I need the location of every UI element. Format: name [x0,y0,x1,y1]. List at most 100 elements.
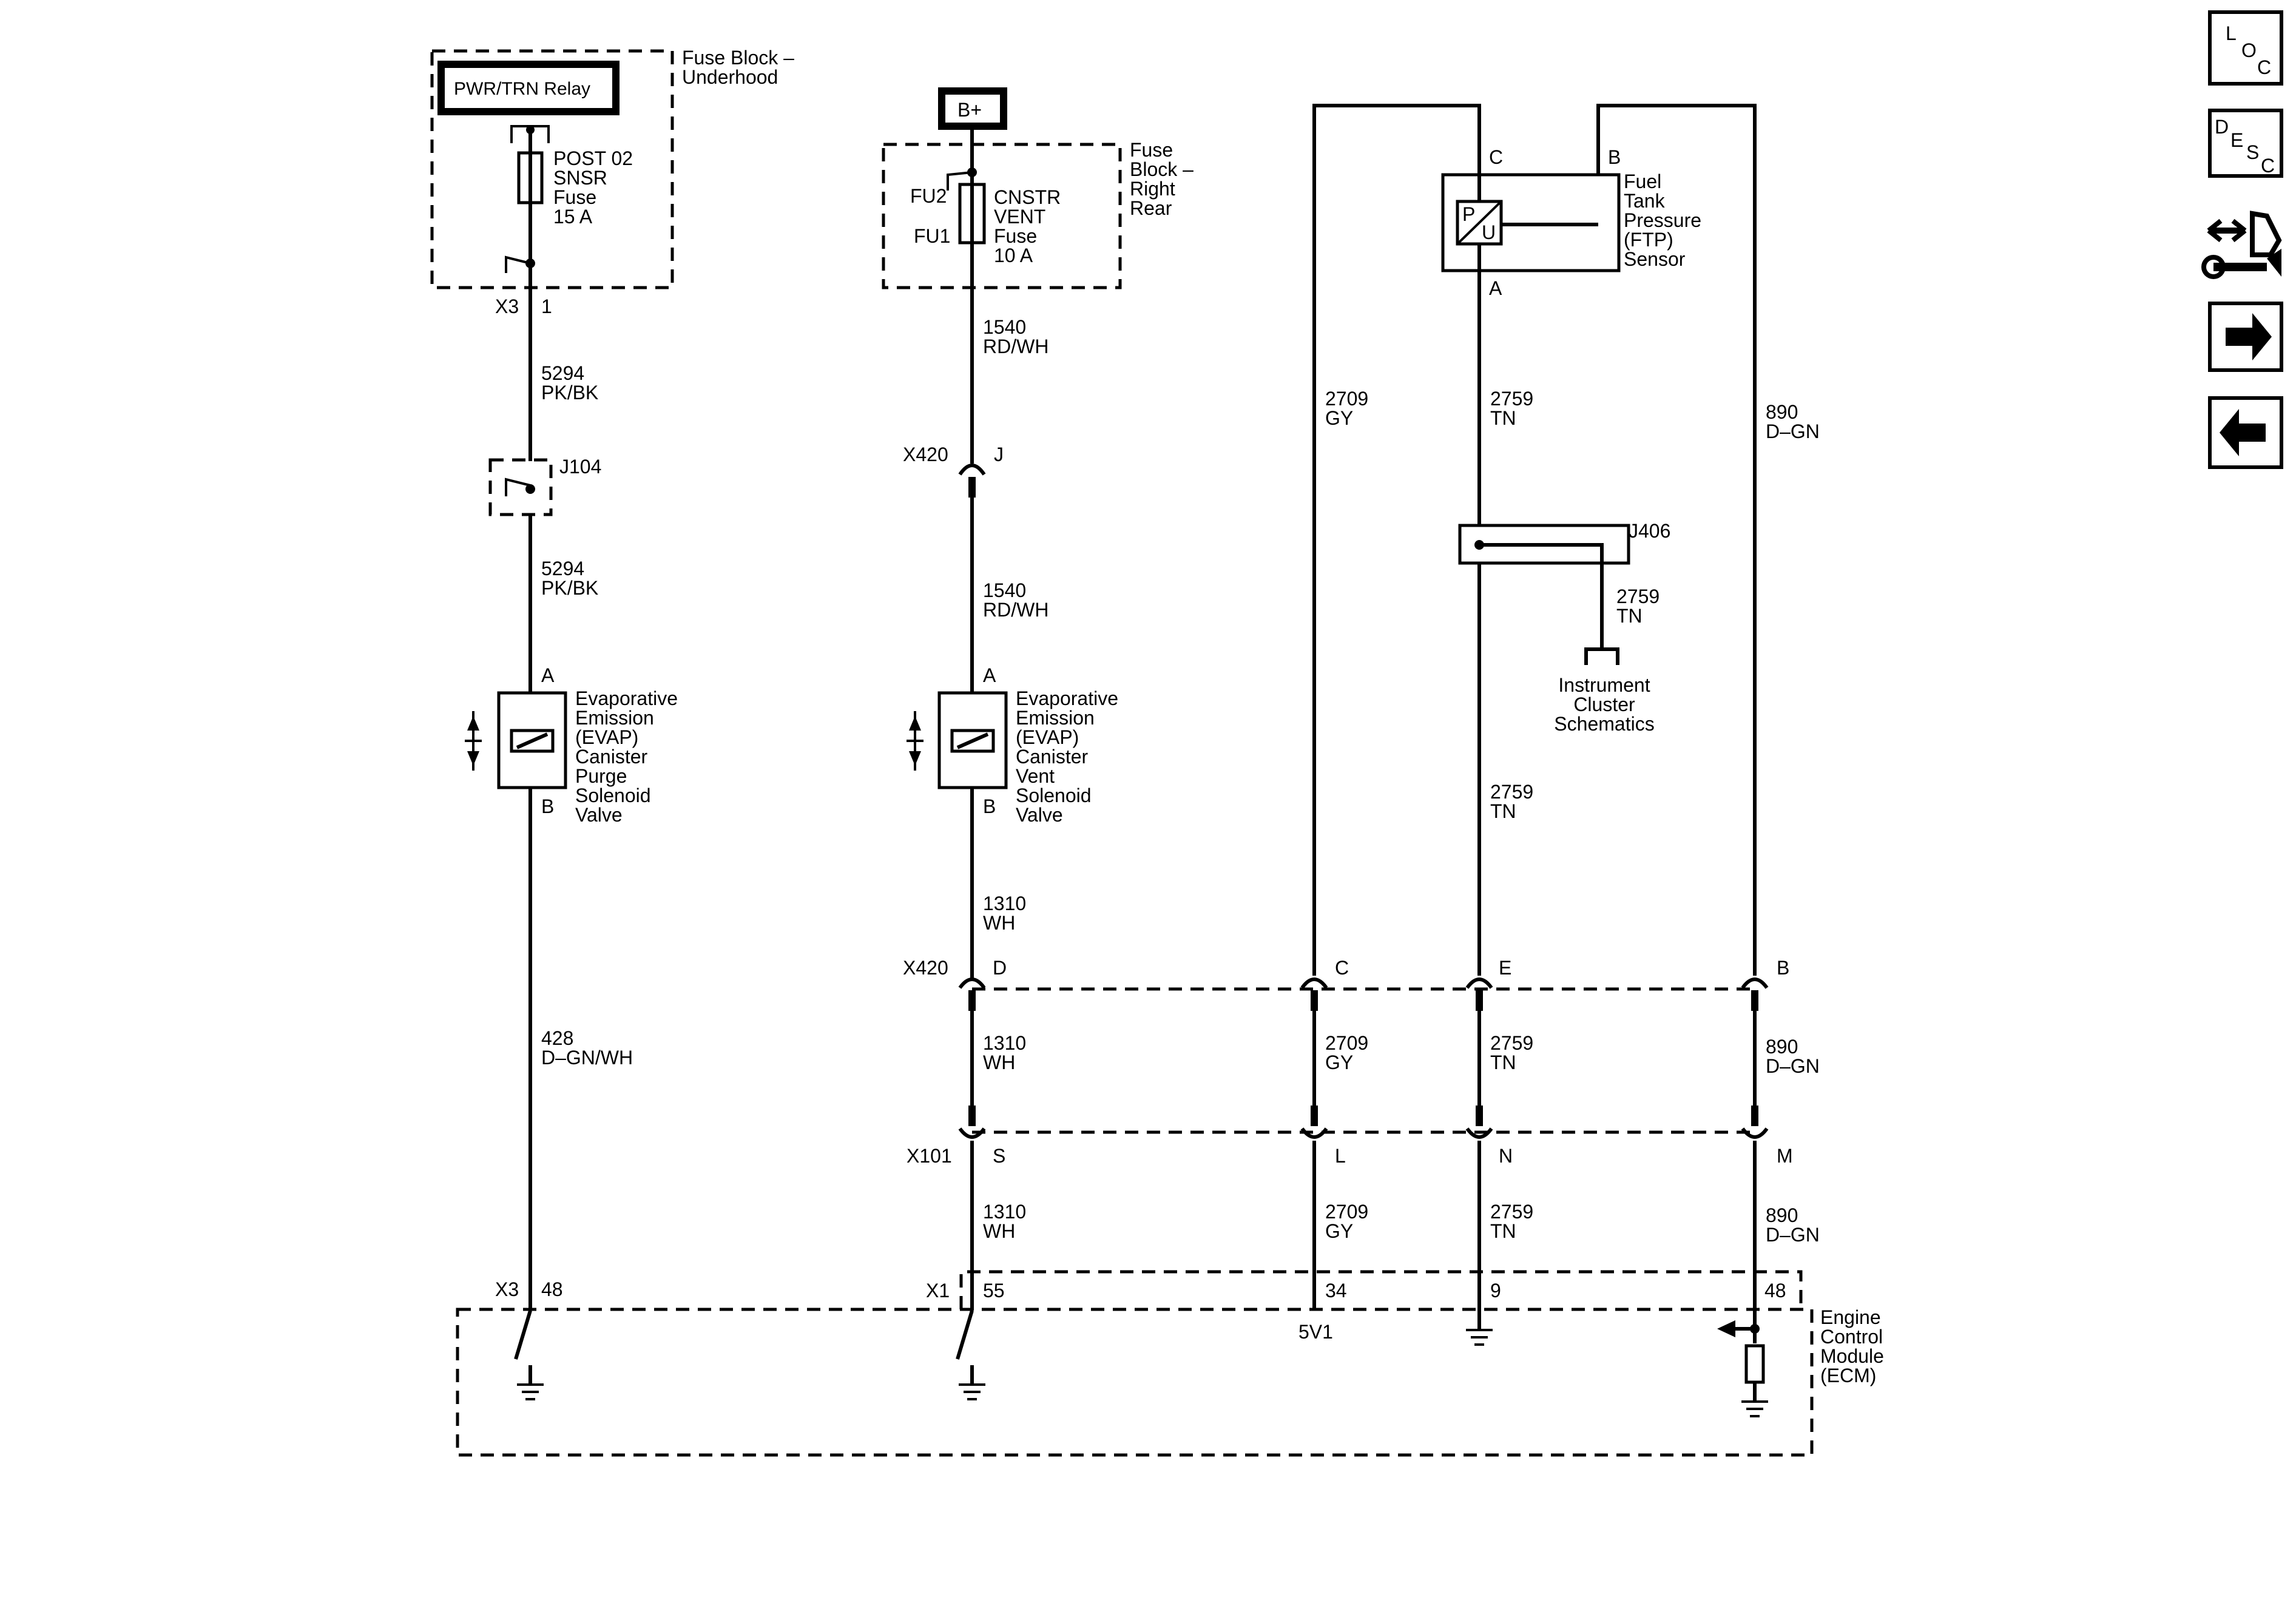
wire-1310-b: 1310 WH [983,1032,1026,1073]
svg-text:5294: 5294 [541,362,584,384]
wire-2759-c: 2759 TN [1490,1032,1533,1073]
svg-text:(FTP): (FTP) [1624,229,1673,251]
svg-text:D: D [2215,116,2229,138]
ecm-resistor [1744,1344,1765,1384]
x3-pin-48: 48 [541,1278,563,1300]
connector-tools-icon[interactable] [2201,211,2282,279]
wire-5294-mid: 5294 PK/BK [541,558,598,599]
svg-text:Fuel: Fuel [1624,170,1661,192]
wire-5294-top: 5294 PK/BK [541,362,598,403]
x420-pin-b: B [1777,957,1789,979]
fu1-label: FU1 [914,225,950,247]
svg-text:Tank: Tank [1624,190,1666,212]
vent-pin-a: A [983,664,996,686]
ftp-pin-a: A [1489,277,1502,299]
fu2-label: FU2 [910,185,947,207]
svg-text:10 A: 10 A [994,245,1033,266]
svg-text:PK/BK: PK/BK [541,577,598,599]
svg-text:2759: 2759 [1490,781,1533,803]
svg-text:Canister: Canister [1016,746,1089,768]
x101-pin-l: L [1335,1145,1346,1167]
svg-text:Solenoid: Solenoid [575,785,651,806]
wire-1310-c: 1310 WH [983,1201,1026,1242]
svg-text:PK/BK: PK/BK [541,382,598,403]
x420-pin-c: C [1335,957,1349,979]
ftp-pin-b: B [1608,146,1621,168]
loc-button[interactable]: L O C [2208,10,2283,86]
x101-pin-n: N [1499,1145,1513,1167]
svg-text:1310: 1310 [983,893,1026,914]
vent-circuit: B+ Fuse Block – Right Rear FU2 FU1 CNSTR… [882,87,1194,978]
cnstr-vent-fuse-label: CNSTR VENT Fuse 10 A [994,186,1061,266]
x101-pin-s: S [993,1145,1005,1167]
svg-text:Pressure: Pressure [1624,209,1701,231]
svg-text:VENT: VENT [994,206,1045,228]
svg-text:(ECM): (ECM) [1820,1365,1876,1386]
arrow-right-icon[interactable] [2208,302,2283,372]
post02-fuse-label: POST 02 SNSR Fuse 15 A [553,147,633,228]
svg-text:RD/WH: RD/WH [983,599,1048,621]
wire-2709-a: 2709 GY [1325,388,1368,429]
svg-text:2759: 2759 [1616,586,1660,607]
b-plus-box [938,87,1007,130]
svg-text:Evaporative: Evaporative [575,687,678,709]
svg-text:Fuse: Fuse [994,225,1037,247]
desc-button[interactable]: D E S C [2208,109,2283,178]
wire-890-b: 890 D–GN [1766,1036,1820,1077]
b-plus-label: B+ [957,99,982,121]
svg-text:Valve: Valve [1016,804,1063,826]
instrument-cluster-label: Instrument Cluster Schematics [1554,674,1654,735]
x1-pin-48: 48 [1764,1280,1786,1301]
x101-connector-row: X101 S L N M [907,1130,1793,1167]
svg-text:WH: WH [983,1052,1015,1073]
j104-label: J104 [559,456,601,478]
svg-text:WH: WH [983,912,1015,934]
svg-text:GY: GY [1325,1052,1353,1073]
x420-connector-row: X420 D C E B [903,957,1789,991]
wire-1310-lower: 1310 WH 1310 WH [956,1011,1026,1400]
fuse-block-underhood-outline [430,49,674,289]
svg-text:Control: Control [1820,1326,1883,1348]
arrow-left-icon[interactable] [2208,396,2283,469]
svg-text:WH: WH [983,1220,1015,1242]
pwr-trn-relay-label: PWR/TRN Relay [454,79,590,99]
svg-text:C: C [2261,155,2275,177]
svg-text:(EVAP): (EVAP) [575,726,638,748]
wire-2759-j406: 2759 TN [1616,586,1660,627]
wire-1310-a: 1310 WH [983,893,1026,934]
x420-pin-d: D [993,957,1007,979]
ftp-sensor-label: Fuel Tank Pressure (FTP) Sensor [1624,170,1701,270]
purge-pin-b: B [541,795,554,817]
svg-text:D–GN: D–GN [1766,420,1820,442]
x3-pin-1: 1 [541,295,552,317]
svg-text:1310: 1310 [983,1032,1026,1054]
wire-890-c: 890 D–GN [1766,1204,1820,1246]
svg-text:POST 02: POST 02 [553,147,633,169]
inline-connectors [958,977,1769,1139]
fuse-block-right-rear-label: Fuse Block – Right Rear [1130,139,1194,219]
svg-text:Purge: Purge [575,765,627,787]
j104-splice-outline [488,458,553,516]
x1-pin-34: 34 [1325,1280,1347,1301]
svg-text:D–GN: D–GN [1766,1224,1820,1246]
svg-text:Sensor: Sensor [1624,248,1686,270]
svg-text:SNSR: SNSR [553,167,607,189]
svg-text:2709: 2709 [1325,1032,1368,1054]
ftp-u-label: U [1482,221,1496,243]
svg-text:(EVAP): (EVAP) [1016,726,1079,748]
x1-label: X1 [926,1280,950,1301]
svg-text:890: 890 [1766,401,1798,423]
evap-purge-label: Evaporative Emission (EVAP) Canister Pur… [575,687,678,826]
svg-text:1540: 1540 [983,579,1026,601]
wire-890-a: 890 D–GN [1766,401,1820,442]
svg-text:TN: TN [1616,605,1643,627]
side-nav: L O C D E S C [2201,10,2283,469]
svg-text:Block –: Block – [1130,158,1194,180]
svg-text:5294: 5294 [541,558,584,579]
x420-pin-j: J [994,444,1004,465]
svg-text:C: C [2257,56,2271,78]
ecm-label: Engine Control Module (ECM) [1820,1306,1884,1386]
j406-label: J406 [1629,520,1670,542]
svg-text:1310: 1310 [983,1201,1026,1223]
